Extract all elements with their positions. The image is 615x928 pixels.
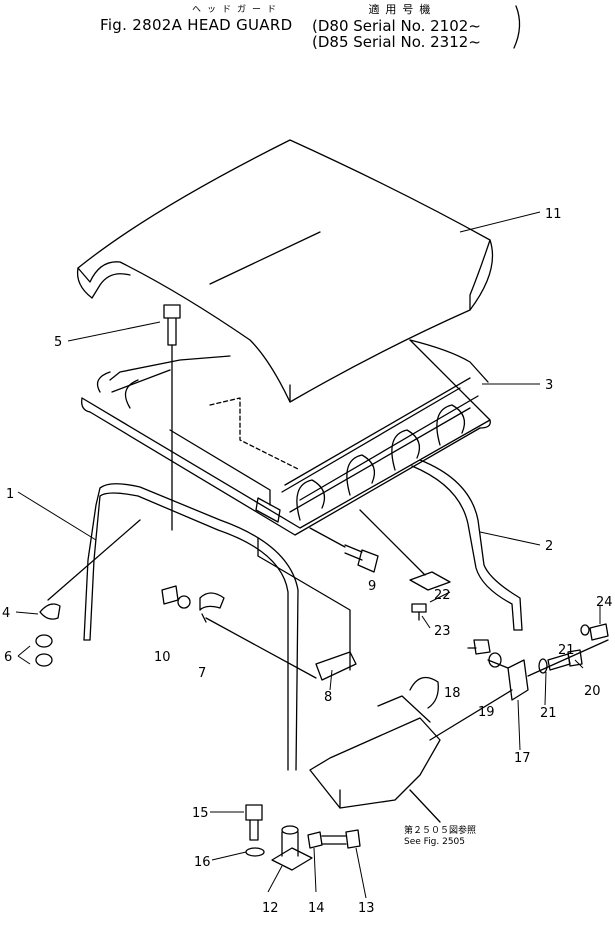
callout-24: 24 bbox=[596, 595, 613, 610]
figure-title: Fig. 2802A HEAD GUARD bbox=[100, 16, 293, 34]
serial-d80: (D80 Serial No. 2102~ bbox=[312, 17, 481, 35]
callout-11: 11 bbox=[545, 207, 562, 222]
callout-4: 4 bbox=[2, 606, 10, 621]
callout-15: 15 bbox=[192, 806, 209, 821]
reference-note-en: See Fig. 2505 bbox=[404, 837, 466, 847]
callout-16: 16 bbox=[194, 855, 211, 870]
callout-9: 9 bbox=[368, 579, 376, 594]
callout-5: 5 bbox=[54, 335, 62, 350]
callout-7: 7 bbox=[198, 666, 206, 681]
callout-22: 22 bbox=[434, 588, 451, 603]
callout-18: 18 bbox=[444, 686, 461, 701]
cab-mount bbox=[309, 676, 441, 823]
callout-13: 13 bbox=[358, 901, 375, 916]
callout-21-upper: 21 bbox=[558, 643, 575, 658]
reference-note: 第２５０５図参照 See Fig. 2505 bbox=[404, 826, 476, 848]
serial-bracket bbox=[513, 5, 521, 49]
washer-16 bbox=[245, 847, 265, 857]
callout-12: 12 bbox=[262, 901, 279, 916]
callout-6: 6 bbox=[4, 650, 12, 665]
left-post bbox=[83, 483, 299, 771]
callout-20: 20 bbox=[584, 684, 601, 699]
callout-10: 10 bbox=[154, 650, 171, 665]
roof-canopy bbox=[76, 139, 494, 403]
bolt-5 bbox=[163, 304, 181, 531]
right-mount bbox=[429, 623, 609, 741]
callout-1: 1 bbox=[6, 487, 14, 502]
callout-17: 17 bbox=[514, 751, 531, 766]
kana-title: ヘッドガード bbox=[192, 5, 283, 15]
callout-23: 23 bbox=[434, 624, 451, 639]
right-post bbox=[411, 459, 523, 631]
bolt-15 bbox=[245, 804, 263, 841]
reference-note-jp: 第２５０５図参照 bbox=[404, 826, 477, 836]
nuts-6 bbox=[35, 634, 53, 667]
base-plate-12 bbox=[271, 825, 313, 871]
applicable-models-label: 適用号機 bbox=[368, 3, 437, 16]
callout-2: 2 bbox=[545, 539, 553, 554]
callout-21-lower: 21 bbox=[540, 706, 557, 721]
callout-3: 3 bbox=[545, 378, 553, 393]
callout-19: 19 bbox=[478, 705, 495, 720]
callout-8: 8 bbox=[324, 690, 332, 705]
callout-14: 14 bbox=[308, 901, 325, 916]
serial-d85: (D85 Serial No. 2312~ bbox=[312, 33, 481, 51]
bolt-13 bbox=[321, 829, 361, 849]
serial-block: 適用号機 (D80 Serial No. 2102~ (D85 Serial N… bbox=[312, 2, 481, 50]
nut-14 bbox=[307, 831, 323, 849]
bolt-9 bbox=[309, 527, 379, 573]
plate-22 bbox=[359, 509, 451, 621]
clamp-4 bbox=[39, 519, 141, 620]
bracket-8 bbox=[205, 537, 357, 681]
frame-assembly bbox=[81, 339, 491, 536]
clamp-7 bbox=[161, 585, 225, 623]
